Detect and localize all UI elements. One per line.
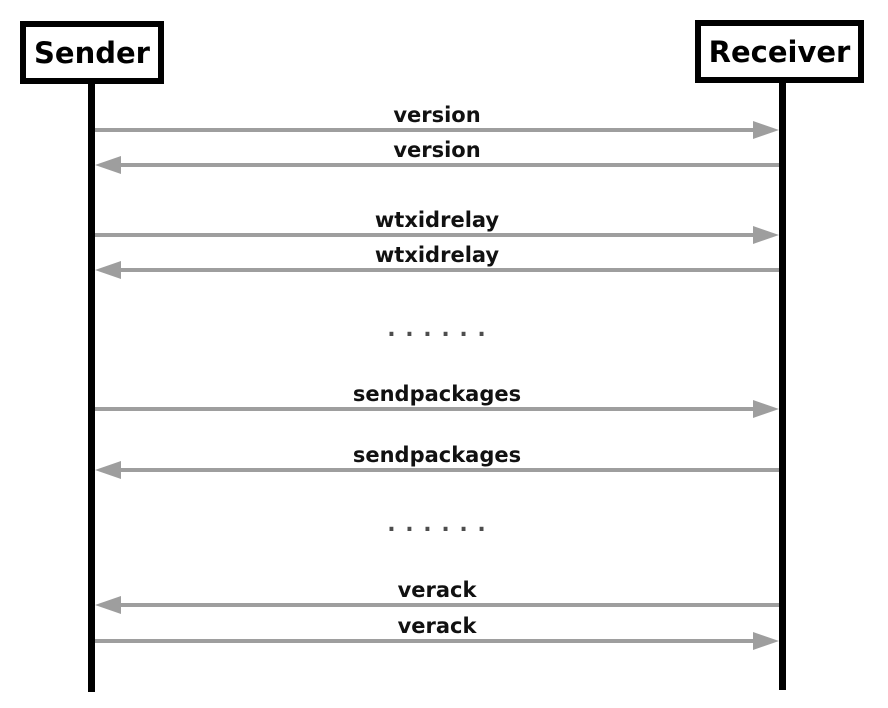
ellipsis-row: . . . . . .	[387, 317, 487, 342]
message-label: version	[393, 103, 481, 127]
arrowhead-left-icon	[95, 261, 121, 279]
arrow-line	[95, 407, 757, 411]
receiver-lifeline	[779, 80, 786, 690]
arrowhead-right-icon	[753, 400, 779, 418]
arrowhead-right-icon	[753, 226, 779, 244]
message-label: verack	[397, 614, 477, 638]
arrowhead-left-icon	[95, 156, 121, 174]
ellipsis-row: . . . . . .	[387, 512, 487, 537]
arrow-line	[117, 468, 779, 472]
arrow-line	[95, 639, 757, 643]
arrow-line	[117, 268, 779, 272]
message-sendpackages-receiver-to-sender: sendpackages	[95, 442, 779, 479]
message-verack-receiver-to-sender: verack	[95, 577, 779, 614]
sender-lifeline	[88, 80, 95, 692]
message-version-receiver-to-sender: version	[95, 137, 779, 174]
arrow-line	[117, 603, 779, 607]
message-wtxidrelay-receiver-to-sender: wtxidrelay	[95, 242, 779, 279]
message-verack-sender-to-receiver: verack	[95, 613, 779, 650]
arrowhead-left-icon	[95, 461, 121, 479]
arrowhead-right-icon	[753, 632, 779, 650]
arrow-line	[117, 163, 779, 167]
actor-label-receiver: Receiver	[708, 34, 851, 69]
message-label: sendpackages	[352, 382, 522, 406]
message-sendpackages-sender-to-receiver: sendpackages	[95, 381, 779, 418]
message-wtxidrelay-sender-to-receiver: wtxidrelay	[95, 207, 779, 244]
actor-label-sender: Sender	[34, 35, 150, 70]
actor-box-sender: Sender	[20, 21, 164, 84]
arrowhead-right-icon	[753, 121, 779, 139]
message-label: version	[393, 138, 481, 162]
message-version-sender-to-receiver: version	[95, 102, 779, 139]
arrow-line	[95, 233, 757, 237]
message-label: verack	[397, 578, 477, 602]
message-label: wtxidrelay	[374, 208, 500, 232]
arrow-line	[95, 128, 757, 132]
actor-box-receiver: Receiver	[695, 20, 864, 83]
arrowhead-left-icon	[95, 596, 121, 614]
message-label: sendpackages	[352, 443, 522, 467]
message-label: wtxidrelay	[374, 243, 500, 267]
